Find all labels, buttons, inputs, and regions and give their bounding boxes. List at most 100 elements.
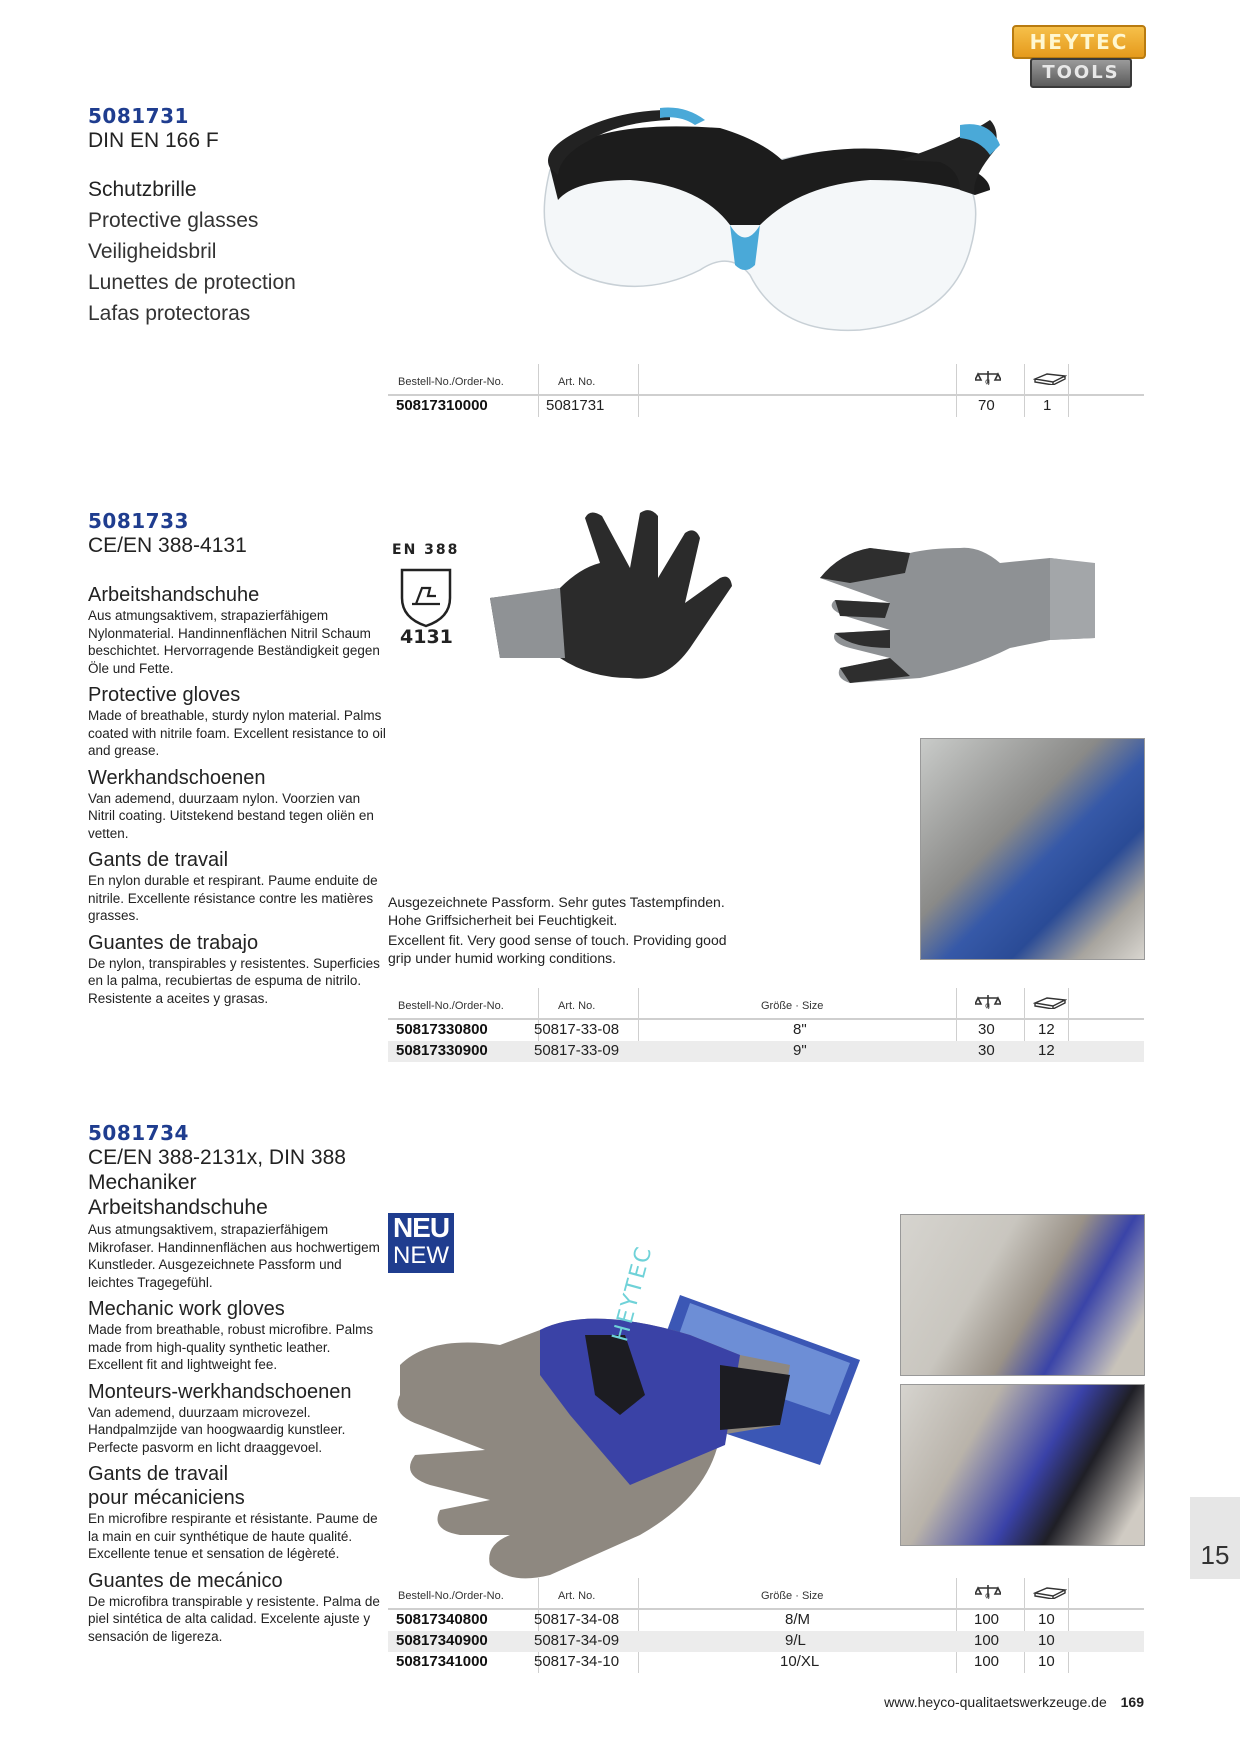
desc-title-fr: Gants de travail: [88, 1463, 229, 1485]
product-standard: CE/EN 388-2131x, DIN 388: [88, 1146, 346, 1169]
package-icon: [1032, 995, 1068, 1012]
weight-value: 30: [978, 1021, 995, 1038]
table-row: 50817310000 5081731 70 1: [388, 396, 1144, 417]
header-order-no: Bestell-No./Order-No.: [398, 1590, 504, 1602]
product-names: Schutzbrille Protective glasses Veilighe…: [88, 174, 296, 329]
desc-title-en: Mechanic work gloves: [88, 1298, 285, 1320]
en388-code: 4131: [400, 626, 453, 648]
order-number: 50817340900: [396, 1632, 488, 1649]
desc-text-fr: En microfibre respirante et résistante. …: [88, 1511, 378, 1561]
product-number: 5081733: [88, 509, 189, 533]
pack-value: 1: [1043, 397, 1052, 414]
desc-title-de: Arbeitshandschuhe: [88, 584, 260, 606]
svg-text:g: g: [985, 377, 990, 385]
product-title-line1: Mechaniker: [88, 1171, 197, 1194]
brand-logo-heytec: HEYTEC: [1012, 25, 1146, 59]
desc-text-en: Made of breathable, sturdy nylon materia…: [88, 708, 386, 758]
desc-text-es: De microfibra transpirable y resistente.…: [88, 1593, 380, 1644]
svg-text:g: g: [985, 1001, 990, 1009]
chapter-tab: 15: [1190, 1497, 1240, 1579]
pack-value: 10: [1038, 1632, 1055, 1649]
order-table-3: Bestell-No./Order-No. Art. No. Größe · S…: [388, 1578, 1144, 1673]
desc-title-nl: Werkhandschoenen: [88, 766, 266, 789]
art-number: 50817-34-10: [534, 1653, 620, 1670]
new-badge: NEU NEW: [388, 1213, 454, 1273]
order-table-2: Bestell-No./Order-No. Art. No. Größe · S…: [388, 988, 1144, 1062]
pack-value: 12: [1038, 1042, 1055, 1059]
header-art-no: Art. No.: [558, 1000, 596, 1012]
pack-value: 10: [1038, 1653, 1055, 1670]
product-description: Aus atmungsaktivem, strapazierfähigem Mi…: [88, 1221, 388, 1651]
table-row: 50817330900 50817-33-09 9" 30 12: [388, 1041, 1144, 1062]
desc-text-es: De nylon, transpirables y resistentes. S…: [88, 955, 380, 1006]
weight-value: 30: [978, 1042, 995, 1059]
chapter-number: 15: [1200, 1540, 1230, 1570]
art-number: 50817-34-08: [534, 1611, 620, 1628]
svg-text:g: g: [985, 1591, 990, 1599]
en388-label: EN 388: [392, 542, 460, 558]
desc-title-es: Guantes de trabajo: [88, 931, 259, 954]
scale-icon: g: [973, 1583, 1003, 1602]
protective-glasses-image: [543, 107, 1000, 332]
name-es: Lafas protectoras: [88, 302, 251, 325]
weight-value: 100: [974, 1653, 1000, 1670]
name-fr: Lunettes de protection: [88, 271, 296, 294]
pack-value: 12: [1038, 1021, 1055, 1038]
art-number: 5081731: [546, 397, 605, 414]
scale-icon: g: [973, 369, 1003, 388]
desc-title-en: Protective gloves: [88, 684, 241, 706]
package-icon: [1032, 371, 1068, 388]
desc-title-fr: Gants de travail: [88, 849, 229, 871]
header-art-no: Art. No.: [558, 376, 596, 388]
product-standard: CE/EN 388-4131: [88, 534, 247, 557]
work-gloves-image: [490, 510, 1095, 683]
product-number: 5081731: [88, 104, 189, 128]
brand-logo-tools: TOOLS: [1030, 58, 1132, 88]
desc-title-es: Guantes de mecánico: [88, 1569, 283, 1592]
order-number: 50817310000: [396, 397, 488, 414]
name-de: Schutzbrille: [88, 178, 197, 201]
order-number: 50817330800: [396, 1021, 488, 1038]
weight-value: 100: [974, 1632, 1000, 1649]
weight-value: 70: [978, 397, 995, 414]
mechanic-gloves-image: [397, 1295, 860, 1579]
desc-text-fr: En nylon durable et respirant. Paume end…: [88, 873, 378, 923]
package-icon: [1032, 1585, 1068, 1602]
order-number: 50817330900: [396, 1042, 488, 1059]
pack-value: 10: [1038, 1611, 1055, 1628]
product-number: 5081734: [88, 1121, 189, 1145]
art-number: 50817-34-09: [534, 1632, 620, 1649]
gloves-in-use-photo: [920, 738, 1145, 960]
desc-title-nl: Monteurs-werkhandschoenen: [88, 1380, 352, 1403]
art-number: 50817-33-08: [534, 1021, 620, 1038]
header-size: Größe · Size: [761, 1000, 824, 1012]
size-value: 8": [793, 1021, 807, 1038]
shield-icon: [400, 568, 452, 628]
header-order-no: Bestell-No./Order-No.: [398, 376, 504, 388]
footer-url[interactable]: www.heyco-qualitaetswerkzeuge.de: [884, 1694, 1107, 1710]
header-order-no: Bestell-No./Order-No.: [398, 1000, 504, 1012]
size-value: 10/XL: [780, 1653, 820, 1670]
order-number: 50817341000: [396, 1653, 488, 1670]
footer: www.heyco-qualitaetswerkzeuge.de 169: [884, 1694, 1144, 1710]
feature-note-en: Excellent fit. Very good sense of touch.…: [388, 932, 727, 966]
weight-value: 100: [974, 1611, 1000, 1628]
order-table-1: Bestell-No./Order-No. Art. No. g 5081731…: [388, 364, 1144, 417]
product-title-line2: Arbeitshandschuhe: [88, 1196, 268, 1219]
new-badge-en: NEW: [393, 1242, 449, 1269]
size-value: 8/M: [785, 1611, 811, 1628]
table-row: 50817341000 50817-34-10 10/XL 100 10: [388, 1652, 1144, 1673]
glove-palm-photo: [900, 1214, 1145, 1376]
scale-icon: g: [973, 993, 1003, 1012]
desc-text-nl: Van ademend, duurzaam nylon. Voorzien va…: [88, 790, 374, 841]
size-value: 9": [793, 1042, 807, 1059]
product-standard: DIN EN 166 F: [88, 129, 219, 152]
desc-title-fr-line2: pour mécaniciens: [88, 1487, 245, 1509]
table-row: 50817340900 50817-34-09 9/L 100 10: [388, 1631, 1144, 1652]
name-en: Protective glasses: [88, 209, 259, 232]
header-art-no: Art. No.: [558, 1590, 596, 1602]
page-number: 169: [1120, 1694, 1144, 1710]
desc-text-de: Aus atmungsaktivem, strapazierfähigem Ny…: [88, 608, 380, 676]
art-number: 50817-33-09: [534, 1042, 620, 1059]
